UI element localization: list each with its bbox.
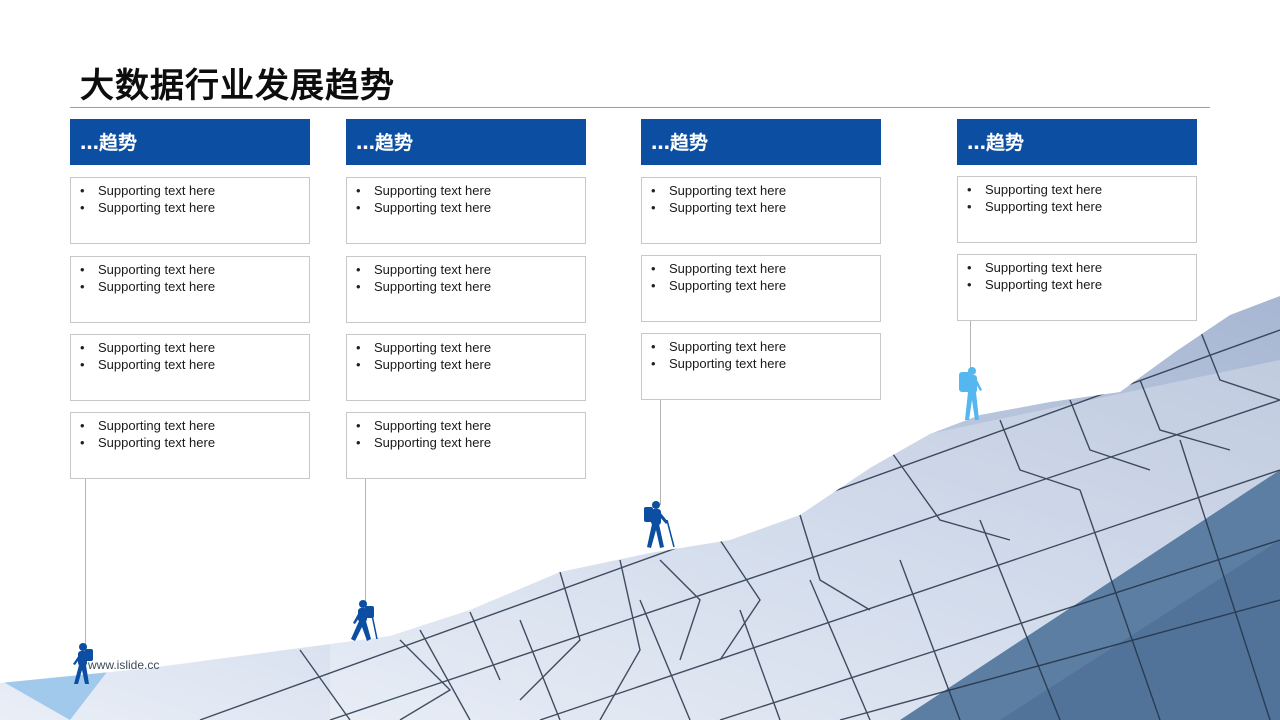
- hiker-icon: [644, 501, 675, 548]
- slope-surface: [0, 296, 1280, 720]
- connector-line-2: [365, 479, 366, 605]
- bullet-item: Supporting text here: [80, 262, 309, 279]
- connector-line-1: [85, 479, 86, 649]
- text-card: Supporting text hereSupporting text here: [641, 333, 881, 400]
- title-divider: [70, 107, 1210, 108]
- trend-column-3: …趋势 Supporting text hereSupporting text …: [641, 119, 881, 400]
- bullet-item: Supporting text here: [356, 200, 585, 217]
- watermark-text: www.islide.cc: [88, 658, 160, 672]
- bullet-item: Supporting text here: [651, 339, 880, 356]
- text-card: Supporting text hereSupporting text here: [70, 412, 310, 479]
- text-card: Supporting text hereSupporting text here: [346, 412, 586, 479]
- column-heading: …趋势: [70, 119, 310, 165]
- text-card: Supporting text hereSupporting text here: [641, 255, 881, 322]
- bullet-item: Supporting text here: [80, 183, 309, 200]
- hiker-icon: [73, 643, 93, 684]
- bullet-item: Supporting text here: [967, 182, 1196, 199]
- text-card: Supporting text hereSupporting text here: [957, 176, 1197, 243]
- connector-line-4: [970, 321, 971, 371]
- bullet-item: Supporting text here: [80, 340, 309, 357]
- bullet-item: Supporting text here: [80, 435, 309, 452]
- text-card: Supporting text hereSupporting text here: [957, 254, 1197, 321]
- bullet-item: Supporting text here: [967, 260, 1196, 277]
- bullet-item: Supporting text here: [651, 200, 880, 217]
- page-title: 大数据行业发展趋势: [80, 66, 395, 106]
- bullet-item: Supporting text here: [356, 262, 585, 279]
- trend-column-1: …趋势 Supporting text hereSupporting text …: [70, 119, 310, 479]
- bullet-item: Supporting text here: [356, 340, 585, 357]
- text-card: Supporting text hereSupporting text here: [70, 177, 310, 244]
- bullet-item: Supporting text here: [356, 183, 585, 200]
- bullet-item: Supporting text here: [356, 357, 585, 374]
- text-card: Supporting text hereSupporting text here: [346, 256, 586, 323]
- text-card: Supporting text hereSupporting text here: [70, 334, 310, 401]
- column-heading: …趋势: [957, 119, 1197, 165]
- column-heading: …趋势: [641, 119, 881, 165]
- column-heading: …趋势: [346, 119, 586, 165]
- bullet-item: Supporting text here: [651, 278, 880, 295]
- bullet-item: Supporting text here: [356, 418, 585, 435]
- connector-line-3: [660, 399, 661, 505]
- bullet-item: Supporting text here: [356, 435, 585, 452]
- trend-column-2: …趋势 Supporting text hereSupporting text …: [346, 119, 586, 479]
- text-card: Supporting text hereSupporting text here: [70, 256, 310, 323]
- text-card: Supporting text hereSupporting text here: [346, 334, 586, 401]
- bullet-item: Supporting text here: [967, 199, 1196, 216]
- bullet-item: Supporting text here: [80, 418, 309, 435]
- bullet-item: Supporting text here: [80, 200, 309, 217]
- bullet-item: Supporting text here: [80, 357, 309, 374]
- bullet-item: Supporting text here: [651, 261, 880, 278]
- bullet-item: Supporting text here: [651, 183, 880, 200]
- bullet-item: Supporting text here: [967, 277, 1196, 294]
- bullet-item: Supporting text here: [80, 279, 309, 296]
- text-card: Supporting text hereSupporting text here: [346, 177, 586, 244]
- hiker-icon: [959, 367, 982, 420]
- trend-column-4: …趋势 Supporting text hereSupporting text …: [957, 119, 1197, 321]
- bullet-item: Supporting text here: [651, 356, 880, 373]
- bullet-item: Supporting text here: [356, 279, 585, 296]
- hiker-icon: [351, 600, 378, 641]
- text-card: Supporting text hereSupporting text here: [641, 177, 881, 244]
